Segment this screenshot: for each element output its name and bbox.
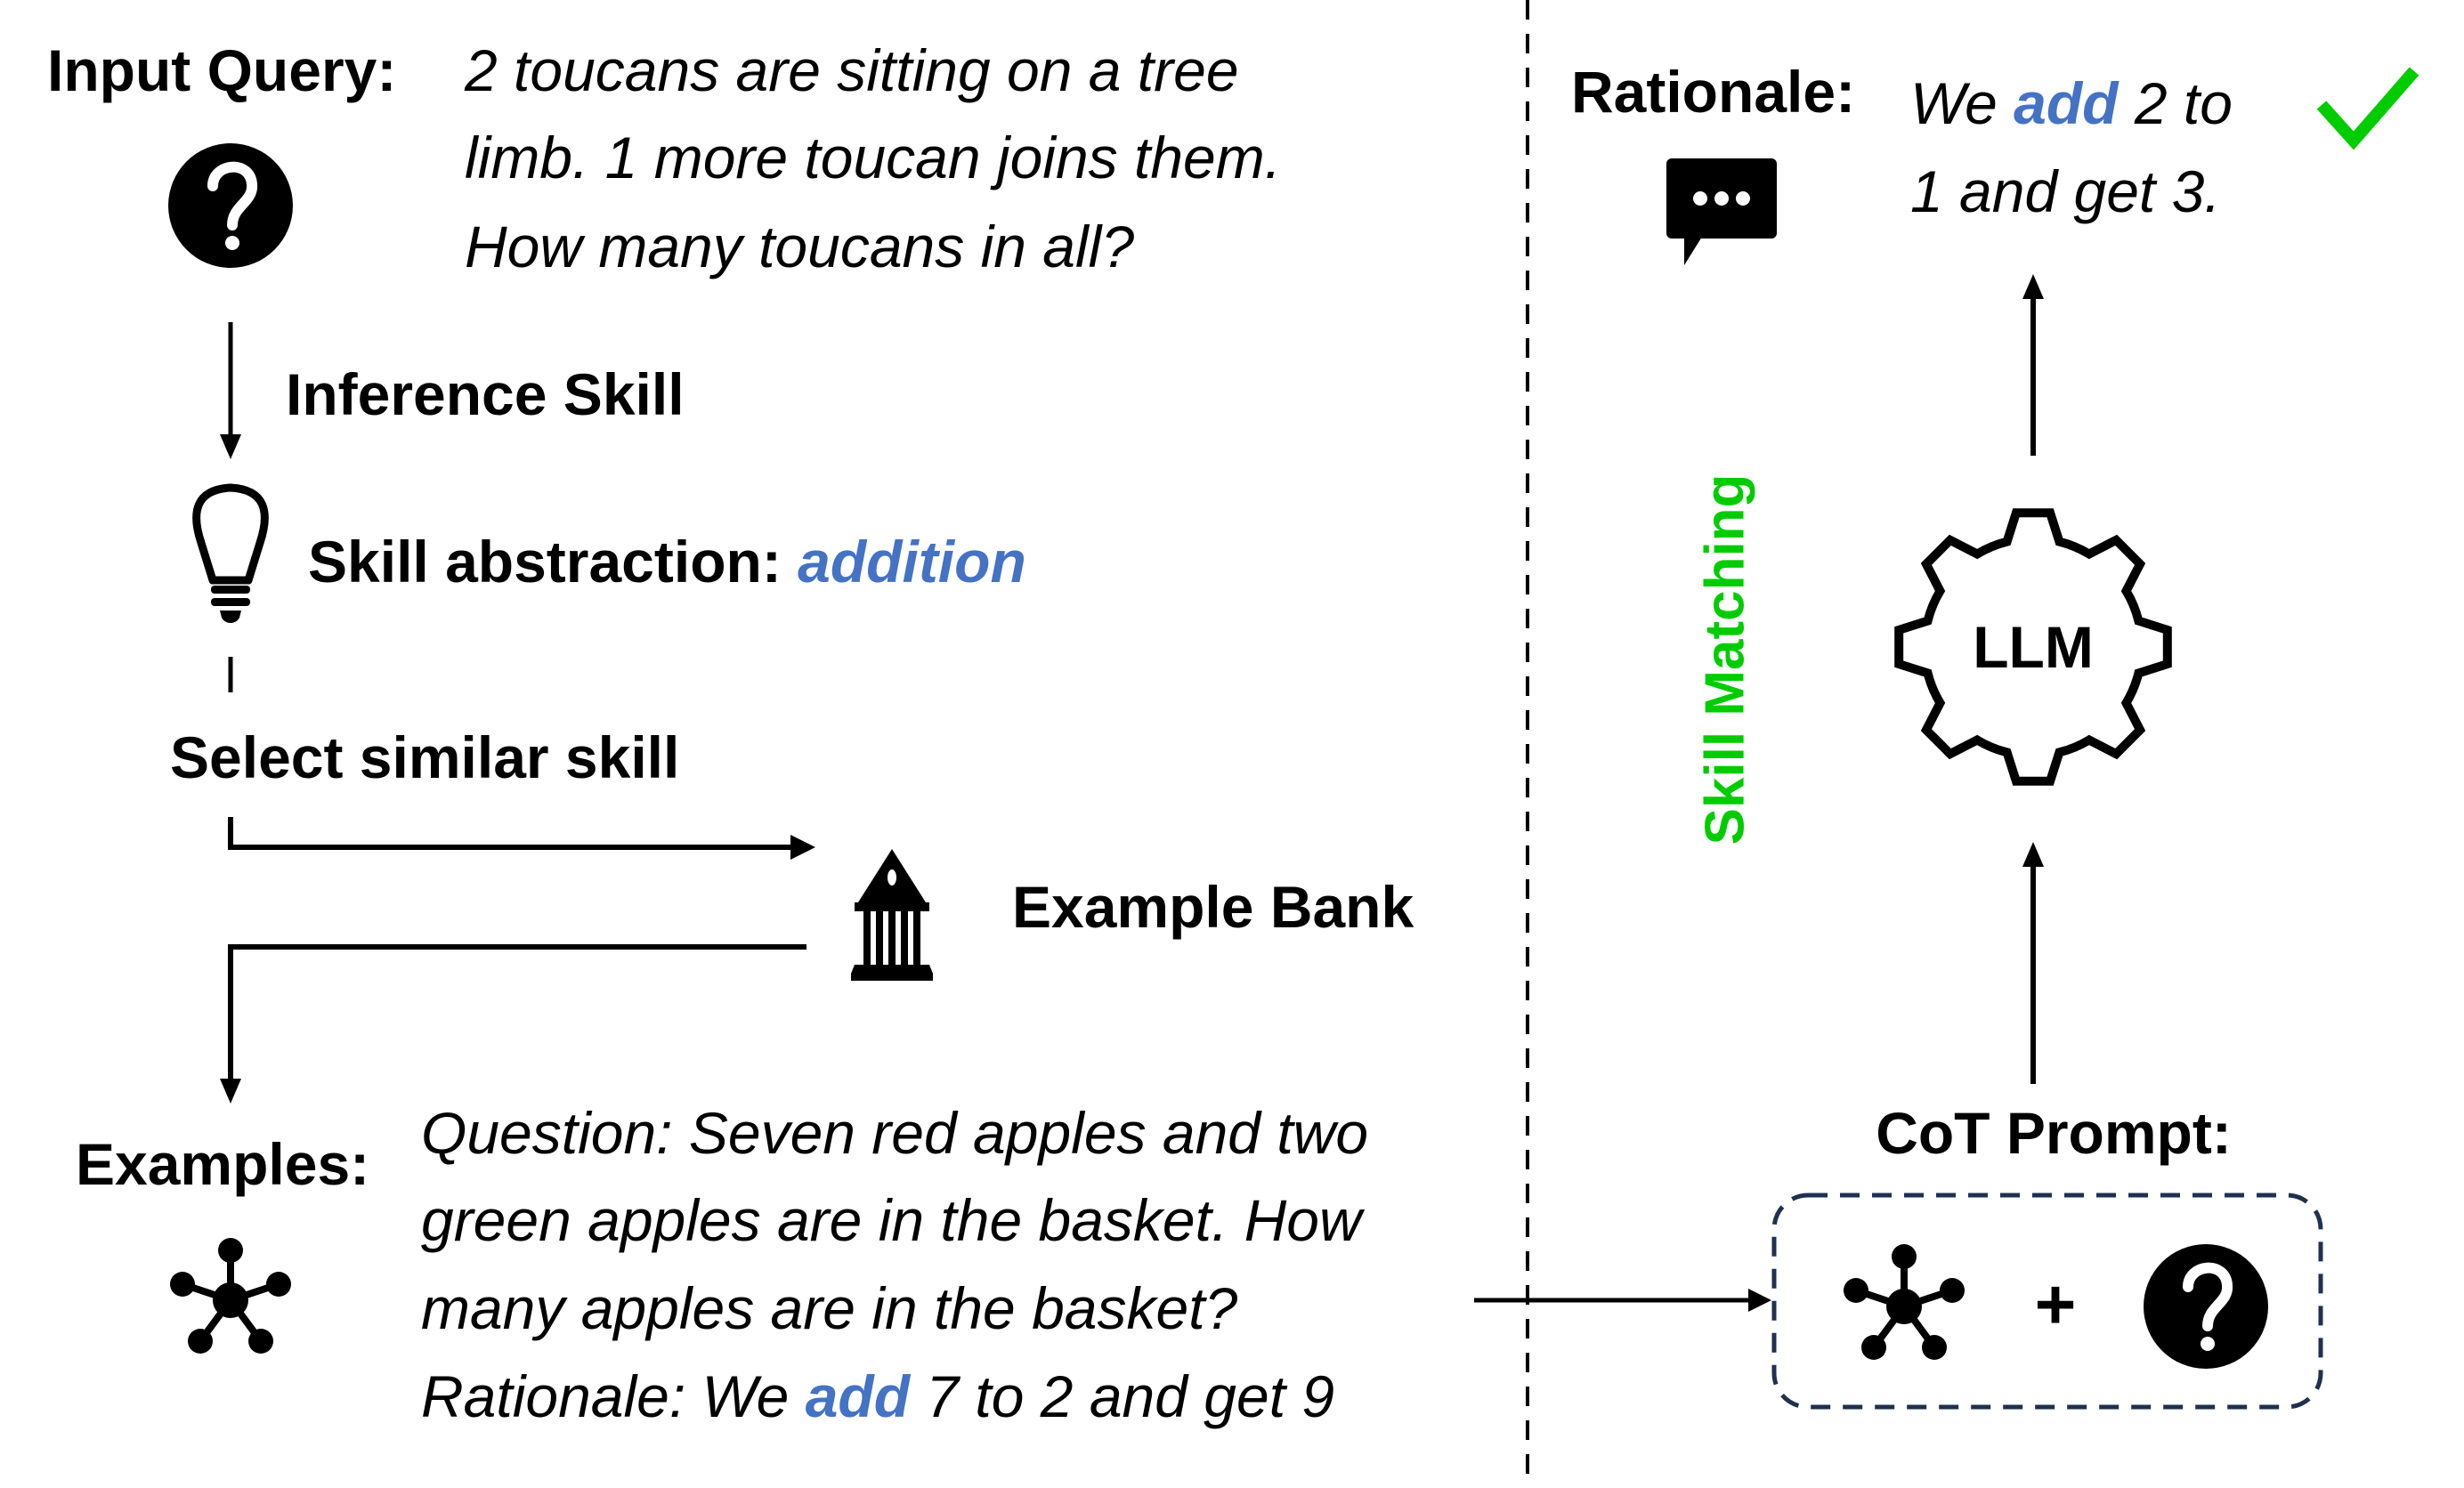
skill-abstraction-label: Skill abstraction: bbox=[308, 529, 782, 594]
cot-prompt-box bbox=[1771, 1193, 2323, 1410]
skill-matching-label: Skill Matching bbox=[1694, 473, 1756, 845]
arrow-select-to-bank bbox=[228, 817, 815, 860]
llm-label: LLM bbox=[1973, 614, 2094, 680]
arrow-examples-to-prompt bbox=[1474, 1289, 1771, 1312]
rationale-label: Rationale: bbox=[1571, 59, 1856, 125]
arrow-query-to-skill bbox=[220, 322, 241, 459]
example-rationale-suffix: 7 to 2 and get 9 bbox=[910, 1363, 1335, 1429]
example-bank-label: Example Bank bbox=[1012, 874, 1414, 940]
rationale-prefix: We bbox=[1910, 70, 2014, 136]
arrow-bank-to-examples bbox=[220, 944, 806, 1104]
rationale-line-1: We add 2 to bbox=[1910, 74, 2233, 133]
network-hub-icon bbox=[170, 1238, 291, 1354]
example-rationale-keyword: add bbox=[805, 1363, 911, 1429]
arrow-llm-to-rationale bbox=[2022, 274, 2044, 456]
example-line: green apples are in the basket. How bbox=[421, 1187, 1362, 1253]
gear-icon bbox=[1894, 508, 2172, 786]
inference-skill-label: Inference Skill bbox=[286, 361, 685, 427]
input-query-label: Input Query: bbox=[47, 37, 397, 103]
prompt-question-circle-icon bbox=[2144, 1244, 2268, 1369]
example-line: Question: Seven red apples and two bbox=[421, 1100, 1369, 1166]
input-query-line: 2 toucans are sitting on a tree bbox=[465, 37, 1239, 103]
input-query-line: limb. 1 more toucan joins them. bbox=[465, 125, 1282, 190]
example-rationale-prefix: Rationale: We bbox=[421, 1363, 806, 1429]
examples-label: Examples: bbox=[76, 1131, 370, 1197]
bank-building-icon bbox=[851, 849, 933, 981]
example-line: many apples are in the basket? bbox=[421, 1275, 1238, 1341]
checkmark-icon bbox=[2316, 67, 2419, 150]
skill-abstraction-value: addition bbox=[798, 529, 1026, 594]
rationale-suffix: 2 to bbox=[2118, 70, 2233, 136]
input-query-line: How many toucans in all? bbox=[465, 214, 1135, 279]
skill-abstraction: Skill abstraction: addition bbox=[308, 532, 1026, 591]
rationale-keyword: add bbox=[2014, 70, 2119, 136]
plus-sign: + bbox=[2034, 1265, 2077, 1344]
select-similar-skill-label: Select similar skill bbox=[170, 724, 680, 790]
rationale-line-2: 1 and get 3. bbox=[1910, 158, 2221, 224]
question-circle-icon bbox=[168, 143, 293, 268]
chat-bubble-icon bbox=[1666, 158, 1777, 265]
lightbulb-icon bbox=[192, 483, 269, 623]
prompt-network-hub-icon bbox=[1844, 1244, 1965, 1360]
cot-prompt-label: CoT Prompt: bbox=[1876, 1100, 2232, 1166]
arrow-prompt-to-llm bbox=[2022, 842, 2044, 1084]
example-rationale: Rationale: We add 7 to 2 and get 9 bbox=[421, 1367, 1334, 1426]
